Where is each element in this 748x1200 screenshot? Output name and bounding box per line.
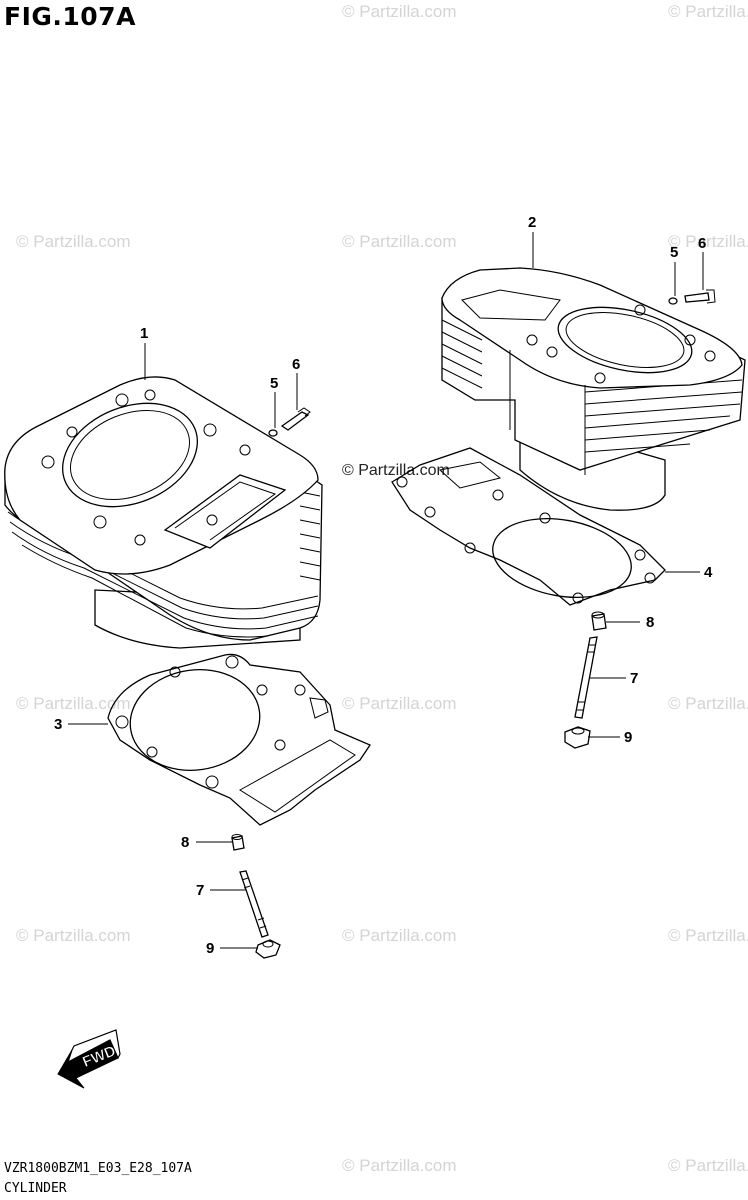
watermark: © Partzilla.com: [16, 232, 131, 251]
callout-9-front: 9: [206, 940, 215, 957]
front-cylinder-gasket: [107, 653, 371, 826]
callout-2: 2: [528, 214, 537, 231]
rear-stud-set: [564, 611, 607, 749]
front-dowel-and-bolt: [268, 407, 311, 437]
watermark: © Partzilla.com: [668, 1156, 748, 1175]
figure-title: FIG.107A: [4, 2, 136, 31]
watermark: © Partzilla.com: [342, 926, 457, 945]
watermark: © Partzilla.com: [342, 2, 457, 21]
section-name: CYLINDER: [4, 1181, 67, 1196]
watermark: © Partzilla.com: [16, 926, 131, 945]
rear-cylinder-gasket: [391, 447, 666, 606]
front-cylinder: [4, 376, 323, 649]
watermark: © Partzilla.com: [668, 926, 748, 945]
callout-3: 3: [54, 716, 63, 733]
leader-lines: [68, 232, 704, 949]
watermark: © Partzilla.com: [342, 1156, 457, 1175]
watermark: © Partzilla.com: [342, 462, 450, 479]
callout-1: 1: [140, 325, 149, 342]
front-stud-set: [231, 834, 281, 959]
watermark: © Partzilla.com: [16, 694, 131, 713]
callout-6-front: 6: [292, 356, 301, 373]
callout-5-rear: 5: [670, 244, 679, 261]
callout-9-rear: 9: [624, 729, 633, 746]
forward-arrow-icon: FWD: [57, 1029, 121, 1089]
callout-6-rear: 6: [698, 235, 707, 252]
callout-8-front: 8: [181, 834, 190, 851]
callout-7-rear: 7: [630, 670, 639, 687]
watermark: © Partzilla.com: [668, 2, 748, 21]
callout-8-rear: 8: [646, 614, 655, 631]
watermark: © Partzilla.com: [668, 694, 748, 713]
callout-5-front: 5: [270, 375, 279, 392]
diagram-code: VZR1800BZM1_E03_E28_107A: [4, 1161, 192, 1176]
watermark: © Partzilla.com: [342, 232, 457, 251]
watermark: © Partzilla.com: [668, 232, 748, 251]
callout-4: 4: [704, 564, 713, 581]
rear-dowel-and-bolt: [668, 289, 716, 305]
watermark: © Partzilla.com: [342, 694, 457, 713]
callout-7-front: 7: [196, 882, 205, 899]
rear-cylinder: [441, 267, 746, 511]
